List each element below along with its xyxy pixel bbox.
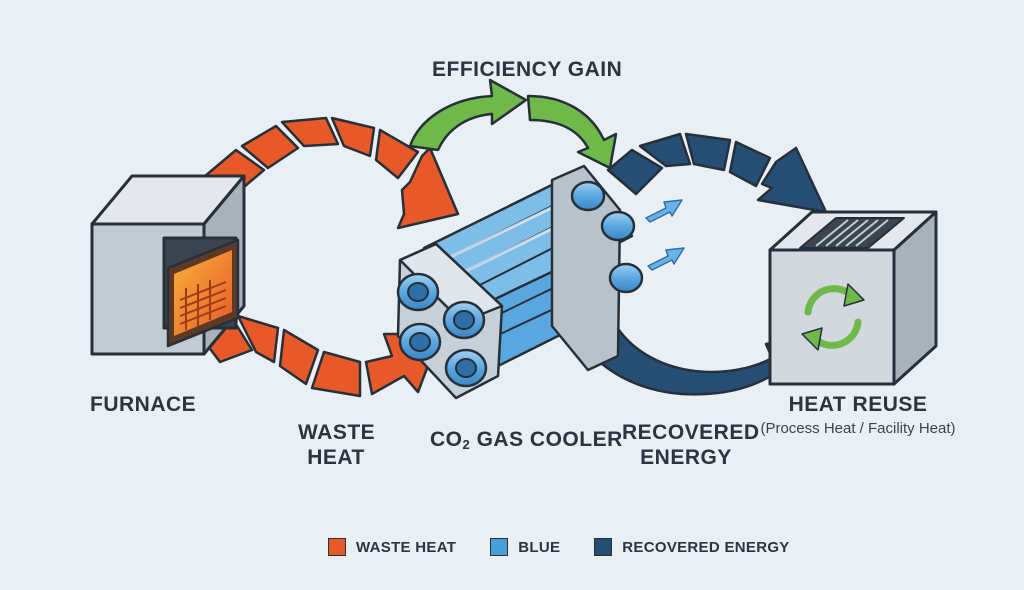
recovered-energy-label: RECOVERED ENERGY <box>622 420 760 470</box>
gas-cooler-icon <box>396 164 685 400</box>
heat-reuse-icon <box>768 210 938 386</box>
legend-item-blue: BLUE <box>490 538 560 556</box>
legend-swatch-recovered-energy <box>594 538 613 556</box>
gas-cooler-label-sub: 2 <box>462 437 471 452</box>
efficiency-gain-label: EFFICIENCY GAIN <box>432 58 623 81</box>
legend-label-waste-heat: WASTE HEAT <box>356 538 457 556</box>
legend-swatch-blue <box>490 538 509 556</box>
heat-reuse-detail: (Process Heat / Facility Heat) <box>760 420 956 437</box>
legend-item-waste-heat: WASTE HEAT <box>328 538 456 556</box>
waste-heat-label-line2: HEAT <box>307 446 365 469</box>
recovered-energy-label-line1: RECOVERED <box>622 421 760 444</box>
furnace-icon <box>90 174 246 356</box>
efficiency-gain-arrow <box>408 78 618 170</box>
waste-heat-label-line1: WASTE <box>298 421 376 444</box>
recovered-energy-arrow-top <box>606 132 828 214</box>
legend-item-recovered-energy: RECOVERED ENERGY <box>594 538 789 556</box>
gas-cooler-label: CO2 GAS COOLER <box>430 428 623 452</box>
legend-swatch-waste-heat <box>328 538 346 556</box>
legend-label-recovered-energy: RECOVERED ENERGY <box>622 538 790 556</box>
furnace-label: FURNACE <box>90 393 197 416</box>
legend: WASTE HEAT BLUE RECOVERED ENERGY <box>328 536 824 558</box>
legend-label-blue: BLUE <box>518 538 561 556</box>
waste-heat-label: WASTE HEAT <box>298 420 376 470</box>
recovered-energy-label-line2: ENERGY <box>640 446 732 469</box>
heat-reuse-label: HEAT REUSE <box>788 393 928 416</box>
gas-cooler-label-prefix: CO <box>430 428 463 451</box>
gas-cooler-label-suffix: GAS COOLER <box>470 428 623 451</box>
